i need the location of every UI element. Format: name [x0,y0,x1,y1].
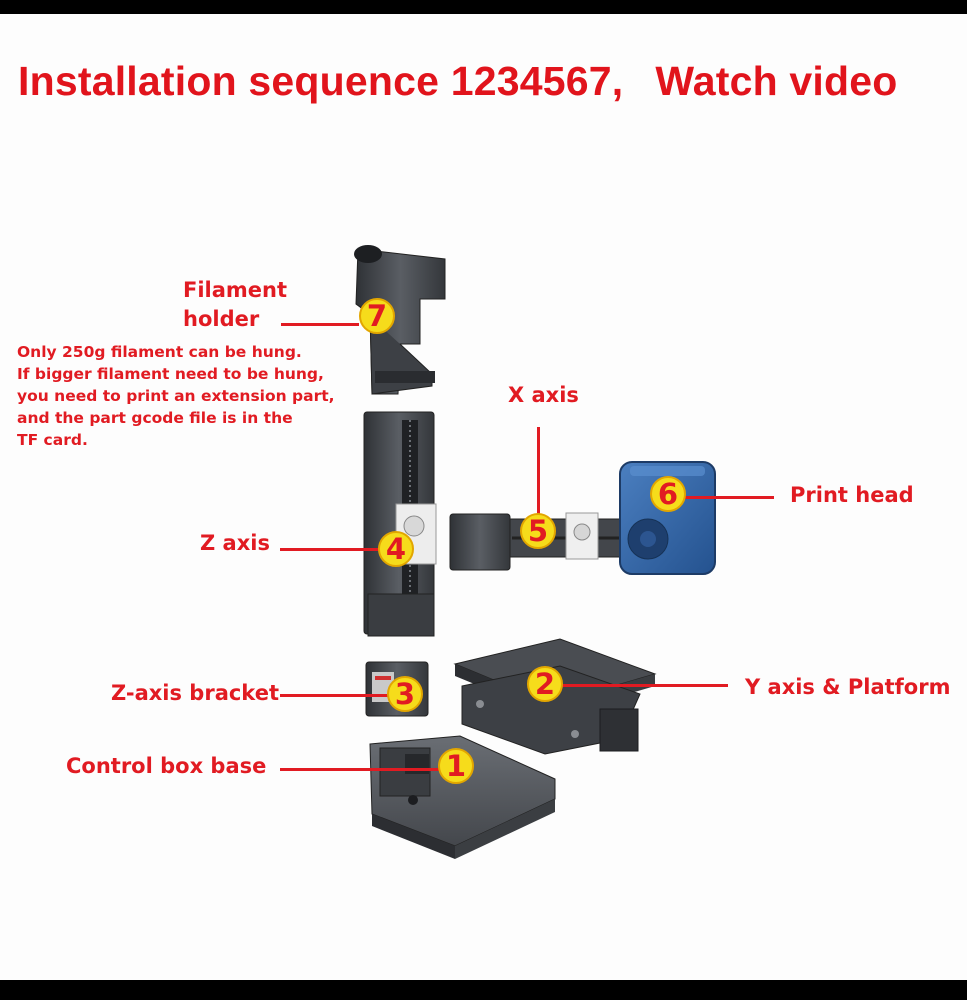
label-filament-holder-line1: Filament [183,278,288,302]
leader-line-4 [280,548,379,551]
control-box-base-part [369,735,556,859]
page-title: Installation sequence 1234567, Watch vide… [18,58,898,105]
note-line: and the part gcode file is in the [17,409,293,427]
label-print-head: Print head [790,483,914,507]
label-z-axis-bracket: Z-axis bracket [111,681,279,705]
title-watch-video: Watch video [655,58,898,104]
note-line: Only 250g filament can be hung. [17,343,302,361]
label-y-axis-platform: Y axis & Platform [745,675,951,699]
badge-4: 4 [378,531,414,567]
label-control-box-base: Control box base [66,754,267,778]
leader-line-6 [675,496,774,499]
badge-6: 6 [650,476,686,512]
leader-line-x-axis [537,427,540,525]
badge-2: 2 [527,666,563,702]
badge-7: 7 [359,298,395,334]
z-axis-part [363,411,437,637]
note-line: you need to print an extension part, [17,387,335,405]
filament-holder-part [354,245,446,395]
leader-line-2 [560,684,728,687]
note-line: If bigger filament need to be hung, [17,365,324,383]
print-head-part [619,461,716,575]
label-filament-holder-line2: holder [183,307,260,331]
filament-holder-note: Only 250g filament can be hung. If bigge… [17,341,335,451]
leader-line-1 [280,768,440,771]
badge-5: 5 [520,513,556,549]
label-x-axis: X axis [508,383,579,407]
leader-line-3 [280,694,388,697]
badge-3: 3 [387,676,423,712]
label-z-axis: Z axis [200,531,270,555]
badge-1: 1 [438,748,474,784]
title-sequence: Installation sequence 1234567, [18,58,624,104]
leader-line-7 [281,323,359,326]
diagram-canvas: Installation sequence 1234567, Watch vide… [0,14,967,980]
note-line: TF card. [17,431,88,449]
